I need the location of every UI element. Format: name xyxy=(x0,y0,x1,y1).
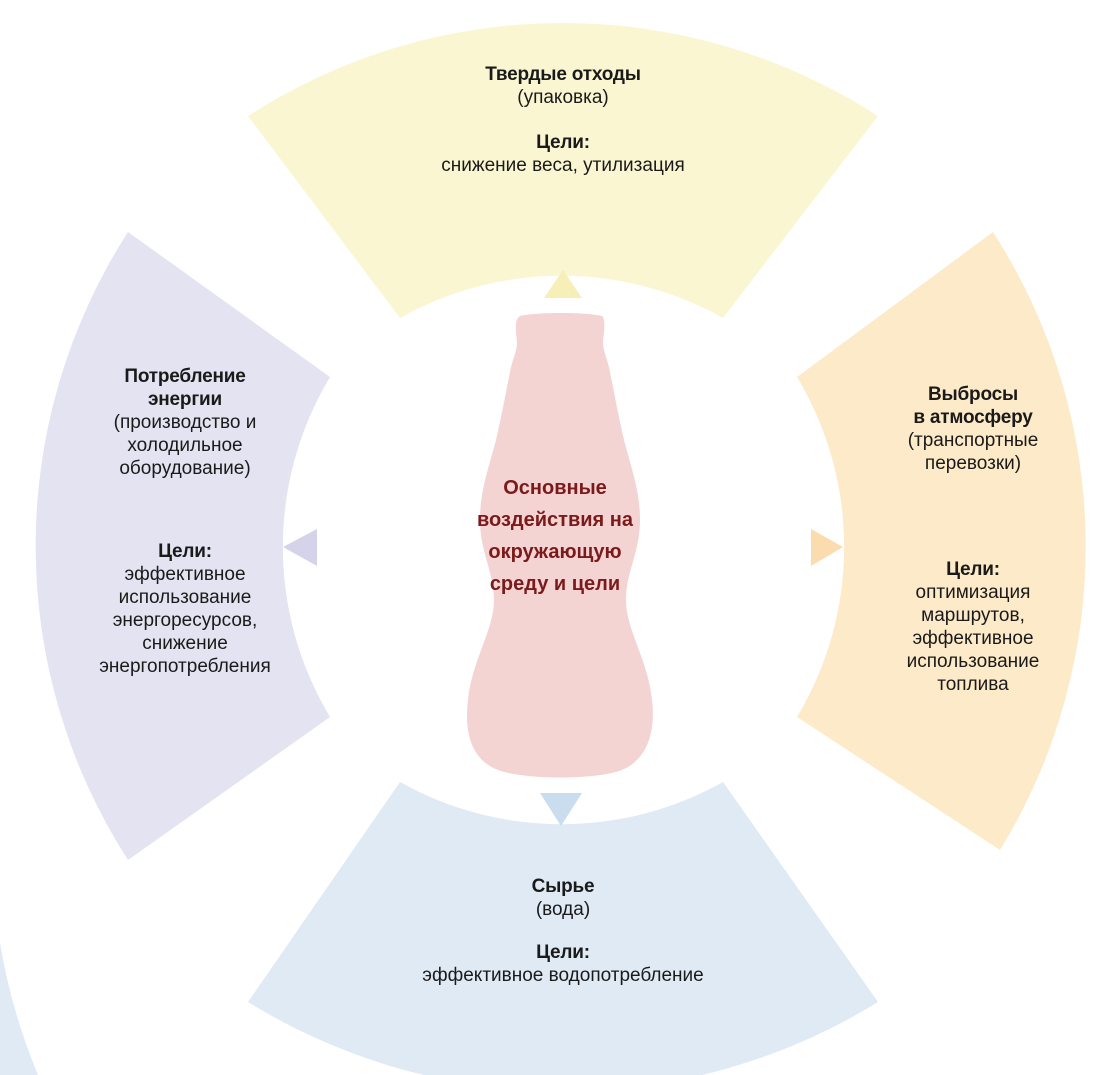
right-label: Выбросы в атмосферу (транспортные перево… xyxy=(858,383,1088,696)
top-goals: снижение веса, утилизация xyxy=(441,155,685,176)
top-title: Твердые отходы xyxy=(485,64,641,85)
bottom-segment xyxy=(248,782,878,1075)
right-goals: топлива xyxy=(937,674,1009,695)
right-segment xyxy=(797,232,1086,850)
top-label: Твердые отходы (упаковка) Цели: снижение… xyxy=(363,63,763,177)
top-segment xyxy=(248,23,878,319)
left-goals: использование xyxy=(118,587,252,608)
bottle-shape xyxy=(467,313,653,778)
left-segment xyxy=(35,232,330,860)
bottom-goals: эффективное водопотребление xyxy=(422,965,704,986)
bottom-arrow xyxy=(540,793,582,826)
left-goals: энергоресурсов, xyxy=(112,610,258,631)
right-goals: использование xyxy=(906,651,1040,672)
top-arrow xyxy=(544,270,582,298)
right-title: в атмосферу xyxy=(913,407,1033,428)
center-line: среду xyxy=(489,573,549,595)
right-subtitle: (транспортные xyxy=(907,430,1039,451)
right-goals: маршрутов, xyxy=(921,605,1025,626)
left-subtitle: (производство и xyxy=(113,412,257,433)
center-line: воздействия xyxy=(477,509,605,531)
left-goals: эффективное xyxy=(124,564,246,585)
right-goals-label: Цели: xyxy=(946,559,1000,580)
left-goals: снижение xyxy=(142,633,228,654)
left-arrow xyxy=(283,529,317,566)
left-label: Потребление энергии (производство и холо… xyxy=(65,365,305,678)
center-line: и xyxy=(553,573,567,595)
bottom-label: Сырье (вода) Цели: эффективное водопотре… xyxy=(363,875,763,987)
bottom-title: Сырье xyxy=(531,876,595,897)
bottom-subtitle: (вода) xyxy=(535,899,591,920)
left-subtitle: холодильное xyxy=(127,435,243,456)
right-goals: эффективное xyxy=(912,628,1034,649)
bottom-goals-label: Цели: xyxy=(536,942,590,963)
center-line: окружающую xyxy=(488,541,622,563)
center-line: на xyxy=(609,509,633,531)
right-arrow xyxy=(811,529,843,566)
center-label: Основные воздействия на окружающую среду… xyxy=(470,472,640,600)
left-goals-label: Цели: xyxy=(158,541,212,562)
left-goals: энергопотребления xyxy=(99,656,271,677)
center-line: Основные xyxy=(503,477,607,499)
left-title: энергии xyxy=(147,389,222,410)
right-subtitle: перевозки) xyxy=(924,453,1022,474)
top-goals-label: Цели: xyxy=(536,132,590,153)
right-goals: оптимизация xyxy=(915,582,1031,603)
corner-fragment xyxy=(0,745,38,1075)
top-subtitle: (упаковка) xyxy=(517,87,609,108)
left-title: Потребление xyxy=(124,366,246,387)
left-subtitle: оборудование) xyxy=(119,458,251,479)
center-line: цели xyxy=(571,573,621,595)
right-title: Выбросы xyxy=(927,384,1019,405)
